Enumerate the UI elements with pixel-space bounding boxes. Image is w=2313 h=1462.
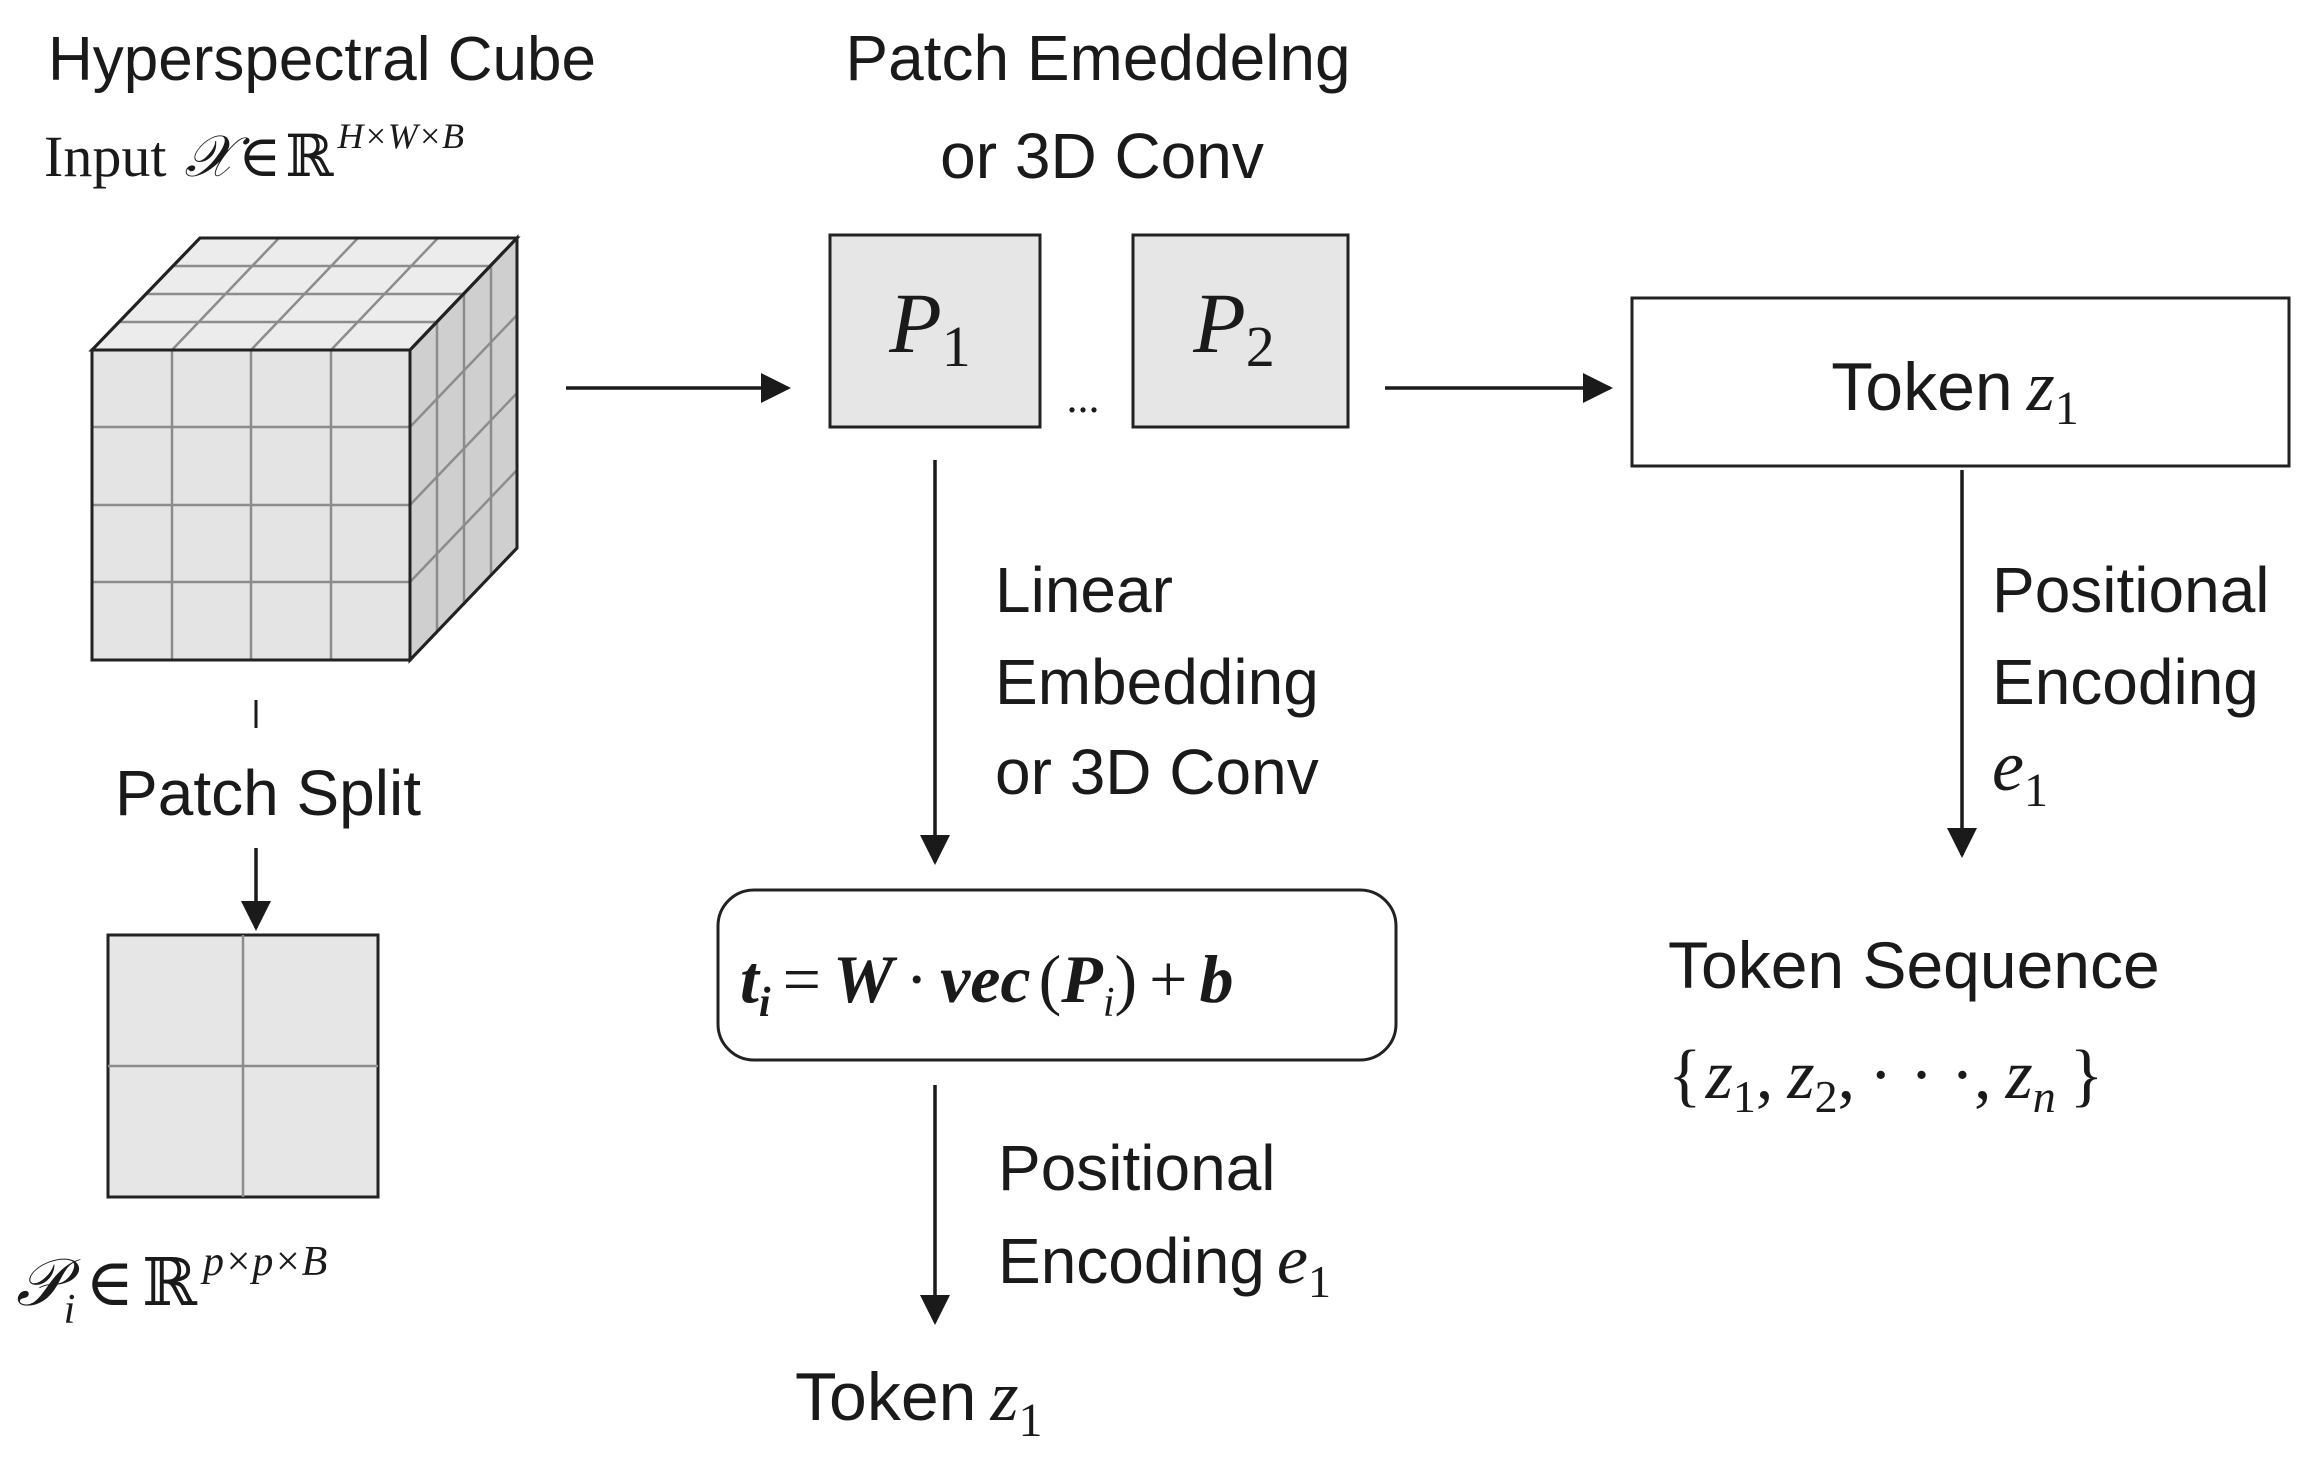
linear-embedding-line3: or 3D Conv [995, 736, 1319, 808]
patch-p1-box [828, 233, 1042, 429]
pos-encoding-mid-line1: Positional [998, 1132, 1276, 1204]
patch-p2-label: P2 [1192, 275, 1275, 379]
patch-p2-box [1131, 233, 1350, 429]
formula: ti=W·vec(Pi)+b [740, 941, 1234, 1026]
patch-embedding-title-line2: or 3D Conv [940, 120, 1264, 192]
patch-split-label: Patch Split [115, 757, 421, 829]
patch-p1-label: P1 [888, 275, 971, 379]
hyperspectral-cube [88, 234, 521, 664]
linear-embedding-line1: Linear [995, 554, 1173, 626]
pos-encoding-right-var: e1 [1992, 726, 2048, 817]
pos-encoding-right-line2: Encoding [1992, 646, 2259, 718]
linear-embedding-line2: Embedding [995, 646, 1319, 718]
patch-ellipsis: ... [1067, 373, 1100, 422]
formula-box [716, 888, 1398, 1062]
cube-title: Hyperspectral Cube [48, 25, 596, 94]
token-sequence-title: Token Sequence [1668, 928, 2160, 1002]
token-z1-box [1630, 296, 2291, 468]
patch-embedding-title-line1: Patch Emeddelng [845, 22, 1350, 94]
token-sequence-set: {z1,z2,· · ·,zn} [1668, 1037, 2103, 1122]
split-patch [106, 933, 380, 1199]
pos-encoding-right-line1: Positional [1992, 554, 2270, 626]
